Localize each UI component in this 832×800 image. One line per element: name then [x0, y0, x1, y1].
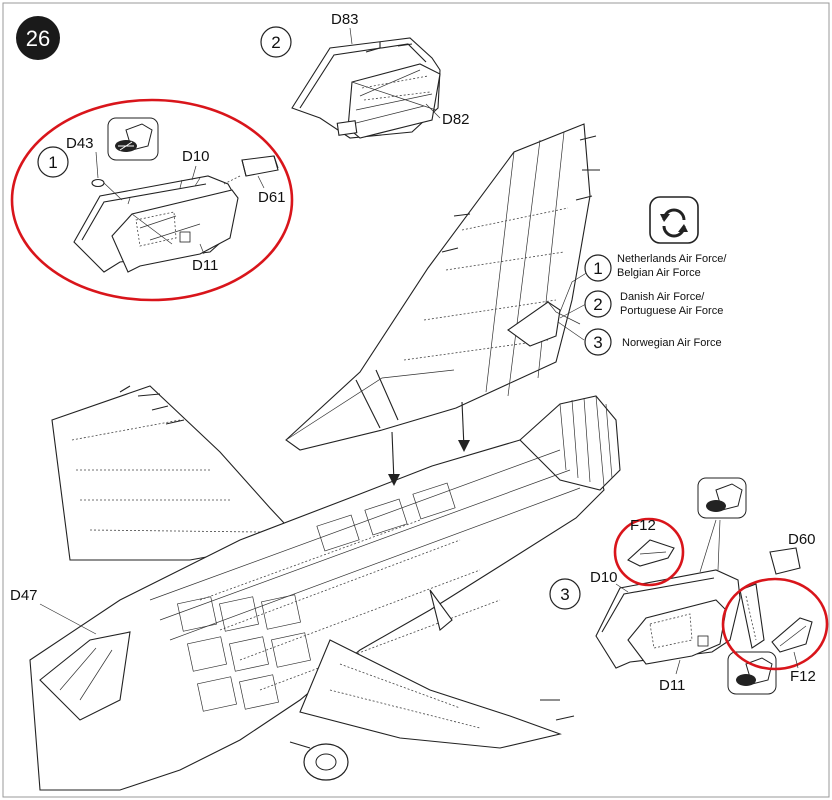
substep-3-assembly: 3 F12 F12 [549, 477, 829, 695]
label-d43: D43 [66, 135, 94, 152]
legend-item-3: 3 Norwegian Air Force [584, 328, 722, 356]
label-d10-b: D10 [590, 569, 618, 586]
highlight-circle-f12-b [721, 577, 829, 671]
part-d43 [91, 178, 105, 188]
svg-text:2: 2 [593, 295, 602, 314]
label-d60: D60 [788, 531, 816, 548]
label-d11-b: D11 [659, 677, 685, 694]
rotate-icon [649, 196, 699, 244]
fin-tip-part [739, 583, 765, 649]
highlight-circle-f12-a [613, 517, 685, 587]
substep-2-assembly: 2 D83 D82 [260, 11, 470, 139]
legend-2-line1: Danish Air Force/ [620, 291, 705, 303]
legend-item-1: 1 Netherlands Air Force/ Belgian Air For… [584, 253, 727, 282]
fuselage-body [29, 439, 605, 791]
label-f12-b: F12 [790, 668, 816, 685]
part-f12-b [771, 617, 813, 653]
legend-3-line1: Norwegian Air Force [622, 337, 722, 349]
label-f12-a: F12 [630, 517, 656, 534]
engine-nozzle [519, 395, 621, 491]
legend-1-line1: Netherlands Air Force/ [617, 253, 727, 265]
substep-1-assembly: 1 D43 D10 D61 D11 [10, 98, 294, 302]
label-d10-a: D10 [182, 148, 210, 165]
svg-text:3: 3 [593, 333, 602, 352]
variant-legend: 1 Netherlands Air Force/ Belgian Air For… [557, 253, 727, 356]
substep-1-marker [37, 146, 69, 178]
step-badge: 26 [16, 16, 60, 60]
substep-2-label: 2 [271, 33, 280, 52]
part-d61 [241, 155, 279, 177]
landing-gear-wheel [289, 741, 349, 781]
tail-fin [285, 123, 600, 451]
label-d47: D47 [10, 587, 38, 604]
part-d60 [769, 547, 801, 575]
legend-2-line2: Portuguese Air Force [620, 305, 723, 317]
substep-3-label: 3 [560, 585, 569, 604]
substep-2-marker [260, 26, 292, 58]
right-wing [299, 639, 562, 749]
glue-icon [697, 477, 747, 519]
substep-3-marker [549, 578, 581, 610]
substep-1-label: 1 [48, 153, 57, 172]
label-d83: D83 [331, 11, 359, 28]
glue-icon [107, 117, 159, 161]
label-d61: D61 [258, 189, 286, 206]
svg-text:1: 1 [593, 259, 602, 278]
legend-item-2: 2 Danish Air Force/ Portuguese Air Force [584, 290, 723, 318]
glue-icon [727, 651, 777, 695]
fuselage: D47 [10, 385, 621, 791]
legend-1-line2: Belgian Air Force [617, 267, 701, 279]
highlight-circle-substep-1 [10, 98, 294, 302]
label-d11-a: D11 [192, 257, 218, 274]
label-d82: D82 [442, 111, 470, 128]
step-number: 26 [26, 26, 50, 51]
tail-fin-body [285, 123, 591, 451]
fin-fairing [507, 301, 561, 347]
part-d11-body [111, 189, 239, 273]
